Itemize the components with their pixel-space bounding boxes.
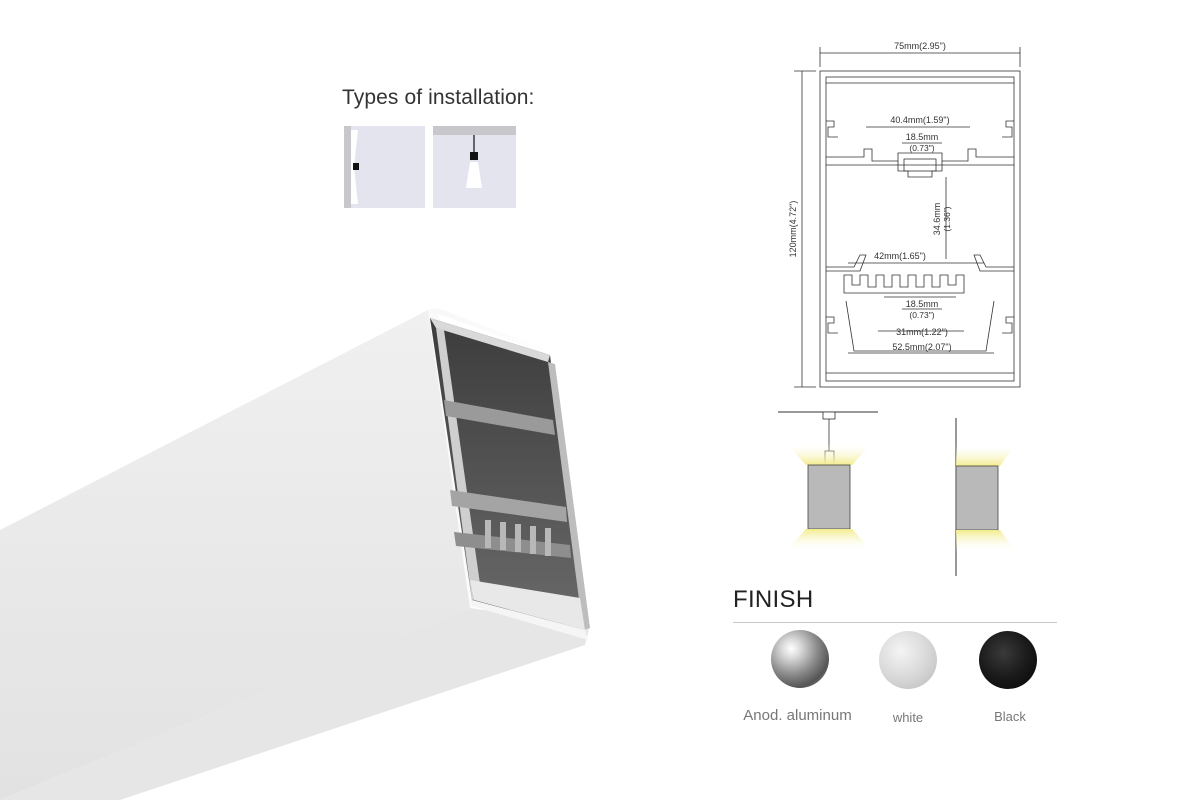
dim-inner-height-inch: (1.36") [942, 206, 952, 231]
pendant-icon [433, 126, 516, 208]
dim-upper-slot-inch: (0.73") [909, 143, 934, 153]
wall-light-illustration [955, 418, 1016, 576]
finish-label-black: Black [994, 709, 1026, 724]
anodized-aluminum-swatch[interactable] [771, 630, 829, 688]
dim-width: 75mm(2.95") [894, 41, 946, 51]
wall-mount-icon [344, 126, 425, 208]
finish-title: FINISH [733, 586, 814, 613]
dim-upper-channel: 40.4mm(1.59") [890, 115, 949, 125]
installation-title: Types of installation: [342, 86, 535, 109]
finish-label-white: white [892, 710, 924, 725]
profile-render-image [0, 308, 590, 800]
cross-section-drawing: 75mm(2.95") 120mm(4.72") 40.4mm(1.59") 1… [788, 41, 1021, 388]
dim-diffuser-outer: 52.5mm(2.07") [892, 342, 951, 352]
dim-height: 120mm(4.72") [788, 201, 798, 258]
dim-diffuser-inner: 31mm(1.22") [896, 327, 948, 337]
black-swatch[interactable] [979, 631, 1037, 689]
dim-lower-slot: 18.5mm [906, 299, 939, 309]
pendant-light-illustration [778, 411, 878, 551]
finish-divider [733, 622, 1057, 623]
dim-lower-channel: 42mm(1.65") [874, 251, 926, 261]
dim-inner-height: 34.6mm [932, 203, 942, 236]
white-swatch[interactable] [879, 631, 937, 689]
finish-label-anodized: Anod. aluminum [743, 707, 852, 724]
dim-upper-slot: 18.5mm [906, 132, 939, 142]
dim-lower-slot-inch: (0.73") [909, 310, 934, 320]
